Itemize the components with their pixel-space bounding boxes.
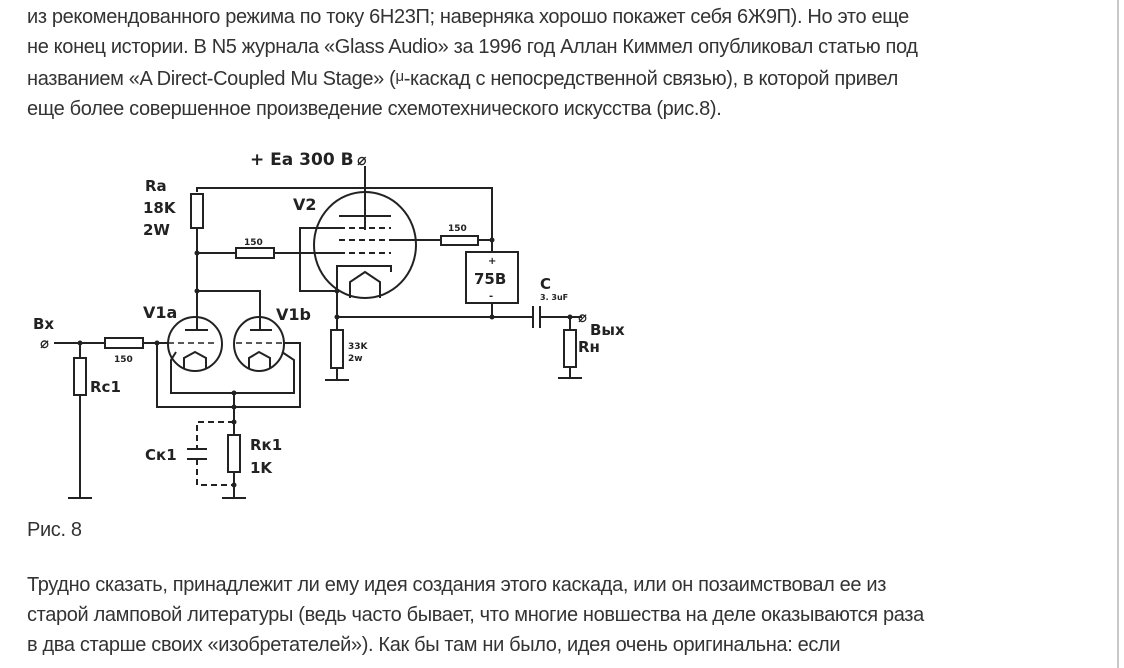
resistor-label: 150: [244, 238, 263, 248]
r33k-power: 2w: [348, 354, 363, 364]
ra-value: 18K: [143, 199, 177, 217]
text-line: Трудно сказать, принадлежит ли ему идея …: [27, 574, 887, 596]
box-plus: +: [488, 256, 496, 267]
wire: [196, 187, 493, 252]
output-label: Вых: [590, 321, 625, 339]
resistor-rn: [563, 329, 577, 368]
resistor-150-input: [104, 337, 144, 349]
ra-label: Ra: [145, 177, 167, 195]
rc1-label: Rc1: [90, 378, 121, 396]
supply-label: + Ea 300 В: [250, 150, 354, 170]
output-terminal: ⌀: [578, 308, 587, 326]
ck1-label: Ск1: [145, 446, 177, 464]
rk1-label: Rк1: [250, 436, 282, 454]
resistor-rc1: [73, 357, 87, 396]
box-label: 75B: [474, 270, 506, 288]
resistor-rk1: [227, 434, 241, 473]
text-line: не конец истории. В N5 журнала «Glass Au…: [27, 36, 918, 58]
input-terminal: ⌀: [40, 334, 49, 352]
ra-power: 2W: [143, 221, 170, 239]
wire: [197, 290, 261, 330]
resistor-150-screen: [440, 235, 479, 246]
resistor-150-grid: [235, 247, 275, 259]
tube-v2: [313, 191, 417, 299]
box-minus: -: [489, 291, 493, 302]
resistor-ra: [190, 193, 204, 229]
text-line: в два старше своих «изобретателей»). Как…: [27, 634, 841, 656]
r33k-value: 33K: [348, 342, 369, 352]
rk1-value: 1K: [250, 459, 273, 477]
cap-label: C: [540, 275, 551, 293]
tube-v1a: [167, 316, 223, 372]
text-line: старой ламповой литературы (ведь часто б…: [27, 604, 924, 626]
resistor-label: 150: [448, 224, 467, 234]
figure-caption: Рис. 8: [27, 519, 82, 541]
v1a-label: V1a: [143, 303, 177, 322]
text-line: еще более совершенное произведение схемо…: [27, 98, 722, 120]
text-line: из рекомендованного режима по току 6Н23П…: [27, 6, 909, 28]
wire: [299, 227, 339, 330]
mu-symbol: μ: [395, 68, 404, 85]
supply-terminal: ⌀: [357, 150, 367, 169]
text-line: названием «A Direct-Coupled Mu Stage» (μ…: [27, 65, 898, 91]
cap-value: 3. 3uF: [540, 293, 568, 302]
v1b-label: V1b: [276, 305, 311, 324]
page-border: [1117, 0, 1119, 668]
text-segment: названием «A Direct-Coupled Mu Stage» (: [27, 68, 396, 90]
text-segment: -каскад с непосредственной связью), в ко…: [403, 68, 899, 90]
v2-label: V2: [293, 195, 317, 214]
resistor-label: 150: [114, 355, 133, 365]
resistor-33k: [330, 329, 344, 369]
rn-label: Rн: [578, 338, 600, 356]
input-label: Вх: [33, 315, 54, 333]
